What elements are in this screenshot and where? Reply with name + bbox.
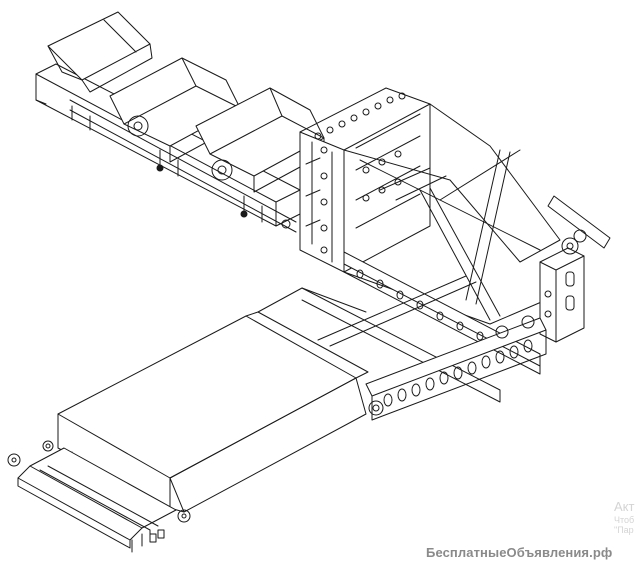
activate-line-3: "Пар: [614, 525, 634, 536]
activate-line-1: Акт: [614, 499, 635, 514]
frame-tower: [299, 87, 431, 273]
diagonal-braces: [343, 103, 611, 325]
side-rail-conveyor: [301, 251, 547, 421]
activate-watermark: Акт Чтоб "Пар: [614, 499, 635, 536]
upper-roller-conveyor: [35, 11, 325, 233]
front-end-assembly: [7, 440, 191, 553]
site-watermark: БесплатныеОбъявления.рф: [426, 545, 613, 560]
activate-line-2: Чтоб: [614, 514, 635, 525]
right-drive-column: [539, 247, 585, 343]
rail-holes: [356, 269, 533, 407]
